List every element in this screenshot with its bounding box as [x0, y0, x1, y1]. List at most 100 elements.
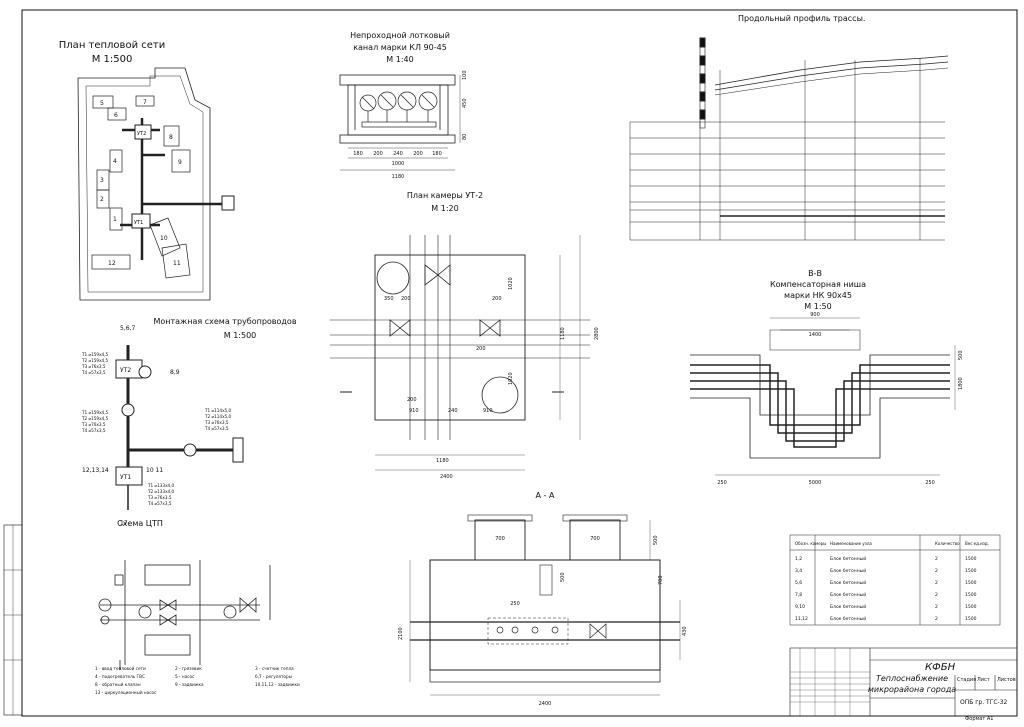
- ctp-legend-item: 4 - подогреватель ГВС: [95, 674, 145, 679]
- ctp-legend-item: 8 - обратный клапан: [95, 682, 141, 687]
- pipe-spec-right: Т2 ⌀114х5,0: [204, 414, 232, 419]
- mounting-title: Монтажная схема трубопроводов: [153, 317, 297, 326]
- niche-dim: 1800: [958, 377, 964, 390]
- mount-node-label: 5,6,7: [120, 325, 135, 332]
- building-2: [96, 189, 110, 209]
- table-cell: 2: [935, 592, 938, 598]
- chamber-dim: 910: [483, 408, 493, 414]
- building-8: [163, 125, 180, 147]
- section-dim: 700: [590, 536, 600, 542]
- chamber-dim: 200: [476, 346, 486, 352]
- stamp-format: Формат А1: [965, 716, 994, 722]
- niche-title-line1: Компенсаторная ниша: [769, 280, 867, 289]
- stamp-project-2: микрорайона города: [867, 685, 957, 694]
- niche-dim: 250: [717, 480, 727, 486]
- building-label: 2: [100, 196, 104, 203]
- pipe-spec-right: Т1 ⌀114х5,0: [204, 408, 232, 413]
- building-11: [161, 243, 191, 279]
- building-4: [109, 149, 123, 173]
- pipe-spec-bottom: Т4 ⌀57х3,5: [147, 501, 172, 506]
- niche-dim: 900: [810, 312, 820, 318]
- table-cell: 1500: [965, 604, 977, 610]
- pipe-spec-mid: Т4 ⌀57х3,5: [81, 428, 106, 433]
- channel-height-dim: 450: [462, 98, 468, 108]
- mount-node-name: УТ2: [120, 367, 131, 374]
- pipe-spec-right: Т3 ⌀76х3,5: [204, 420, 229, 425]
- channel-dim: 180: [353, 151, 363, 157]
- table-cell: 7,8: [795, 592, 802, 598]
- pipe-spec-top: Т3 ⌀76х3,5: [81, 364, 106, 369]
- table-cell: 2: [935, 580, 938, 586]
- node-label-ut2: УТ2: [137, 131, 146, 137]
- building-label: 9: [178, 159, 182, 166]
- building-5: [92, 95, 114, 109]
- niche-dim: 1400: [809, 332, 822, 338]
- chamber-dim: 240: [448, 408, 458, 414]
- chamber-dim: 1020: [508, 277, 514, 290]
- channel-dim: 180: [432, 151, 442, 157]
- channel-title-line1: Непроходной лотковый: [350, 31, 450, 40]
- channel-dim-outer: 1180: [392, 174, 405, 180]
- chamber-dim: 1180: [436, 458, 449, 464]
- chamber-title: План камеры УТ-2: [406, 191, 484, 200]
- niche-scale: М 1:50: [804, 302, 832, 311]
- table-cell: 1500: [965, 592, 977, 598]
- chamber-dim: 200: [407, 397, 417, 403]
- table-cell: 11,12: [795, 616, 808, 622]
- building-label: 12: [108, 260, 116, 267]
- ctp-legend-item: 3 - счетчик тепла: [255, 666, 294, 671]
- table-cell: 5,6: [795, 580, 802, 586]
- section-dim: 500: [560, 572, 566, 582]
- building-1: [109, 207, 123, 231]
- table-cell: 2: [935, 568, 938, 574]
- section-dim: 430: [682, 626, 688, 636]
- niche-dim: 5000: [809, 480, 822, 486]
- ctp-legend-item: 5 - насос: [175, 674, 195, 679]
- building-label: 6: [114, 112, 118, 119]
- building-label: 8: [169, 134, 173, 141]
- mount-node-label: 12,13,14: [82, 467, 109, 474]
- stamp-sheets: Листов: [997, 677, 1016, 683]
- table-cell: 2: [935, 616, 938, 622]
- ctp-legend-item: 1 - ввод тепловой сети: [95, 666, 146, 671]
- node-label-ut1: УТ1: [134, 220, 143, 226]
- chamber-dim: 350: [384, 296, 394, 302]
- table-cell: Блок бетонный: [830, 603, 866, 610]
- niche-dim: 250: [925, 480, 935, 486]
- spec-table: [789, 534, 1001, 626]
- ctp-legend-item: 6,7 - регуляторы: [255, 674, 292, 679]
- building-6: [107, 107, 127, 121]
- table-cell: 1500: [965, 580, 977, 586]
- chamber-dim: 200: [492, 296, 502, 302]
- building-label: 3: [100, 177, 104, 184]
- pipe-spec-bottom: Т3 ⌀76х3,5: [147, 495, 172, 500]
- section-dim: 2100: [398, 627, 404, 640]
- section-dim: 700: [658, 575, 664, 585]
- table-header: Количество: [935, 541, 960, 546]
- channel-section: [339, 74, 461, 171]
- channel-scale: М 1:40: [386, 55, 414, 64]
- ctp-legend-item: 10,11,12 - задвижки: [255, 682, 300, 687]
- building-label: 4: [113, 158, 117, 165]
- channel-height-dim: 80: [462, 134, 468, 140]
- table-cell: Блок бетонный: [830, 555, 866, 562]
- pipe-spec-mid: Т1 ⌀159х4,5: [81, 410, 109, 415]
- table-cell: 1500: [965, 556, 977, 562]
- ctp-legend-item: 9 - задвижка: [175, 682, 204, 687]
- chamber-plan: [330, 235, 590, 471]
- building-7: [135, 95, 155, 107]
- heat-network-plan-title: План тепловой сети: [58, 40, 166, 51]
- section-dim: 500: [653, 535, 659, 545]
- section-dim: 700: [495, 536, 505, 542]
- building-12: [91, 254, 131, 270]
- chamber-dim: 1020: [508, 372, 514, 385]
- table-cell: 1500: [965, 616, 977, 622]
- table-header: Вес ед.изд.: [965, 541, 989, 546]
- channel-dim: 200: [373, 151, 383, 157]
